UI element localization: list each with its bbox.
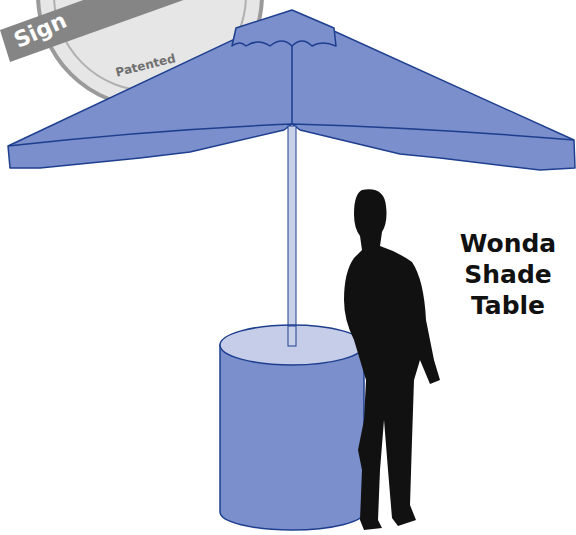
table-base [220, 325, 364, 530]
product-name: Wonda Shade Table [455, 228, 561, 321]
umbrella-pole [288, 126, 296, 346]
person-silhouette [344, 189, 440, 530]
